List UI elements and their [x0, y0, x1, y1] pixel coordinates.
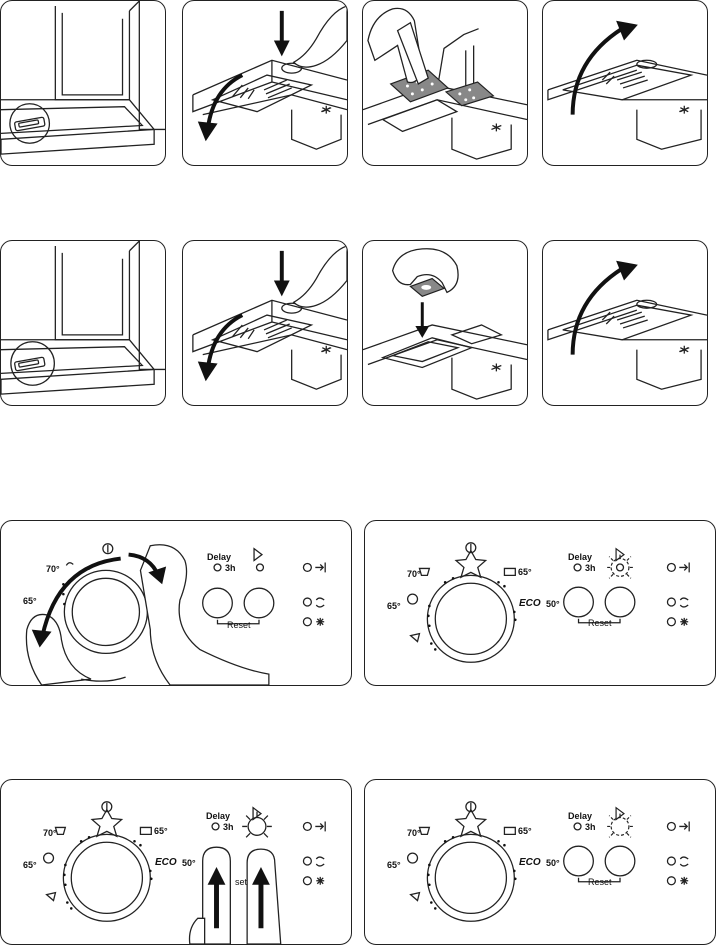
control-panel-illustration — [406, 801, 690, 922]
delay-3h-label: 3h — [223, 822, 234, 832]
delay-label: Delay — [207, 552, 232, 562]
dishwasher-open-door-illustration — [1, 1, 165, 155]
step-panel-fill-detergent — [362, 0, 528, 166]
delay-3h-label: 3h — [225, 563, 236, 573]
step-panel-press-release — [182, 0, 348, 166]
delay-label: Delay — [206, 811, 231, 821]
step-panel-insert-tablet — [362, 240, 528, 406]
temp-label-65-left: 65° — [23, 596, 37, 606]
temp-label-65-right: 65° — [154, 826, 168, 836]
delay-3h-label: 3h — [585, 822, 596, 832]
dishwasher-open-door-illustration — [1, 241, 165, 395]
reset-label: Reset — [227, 620, 251, 630]
step-panel-close-lid — [542, 0, 708, 166]
control-panel-turn-knob-illustration — [25, 543, 326, 685]
dispenser-open-lid-illustration — [192, 5, 347, 150]
eco-label: ECO — [519, 857, 541, 868]
temp-label-65-left: 65° — [387, 860, 401, 870]
delay-label: Delay — [568, 552, 593, 562]
temp-label-70: 70° — [407, 828, 421, 838]
step-panel-press-release-2 — [182, 240, 348, 406]
reset-partial-label: set — [235, 877, 248, 887]
control-panel-press-reset: 70° 65° 65° ECO 50° Delay 3h set — [0, 779, 352, 945]
reset-label: Reset — [588, 877, 612, 887]
dispenser-close-lid-illustration — [547, 260, 707, 390]
temp-label-65-left: 65° — [387, 601, 401, 611]
step-panel-close-lid-2 — [542, 240, 708, 406]
delay-label: Delay — [568, 811, 593, 821]
temp-label-65-right: 65° — [518, 826, 532, 836]
control-panel-program-selected: 70° 65° 65° ECO 50° Delay 3h Reset — [364, 520, 716, 686]
temp-label-70: 70° — [407, 569, 421, 579]
temp-label-70: 70° — [43, 828, 57, 838]
dispenser-close-lid-illustration — [547, 20, 707, 150]
eco-temp-label: 50° — [546, 599, 560, 609]
temp-label-70: 70° — [46, 564, 60, 574]
tablet-insert-illustration — [363, 248, 527, 400]
dispenser-open-lid-illustration — [192, 245, 347, 390]
eco-temp-label: 50° — [182, 858, 196, 868]
step-panel-open-door — [0, 0, 166, 166]
temp-label-65-right: 65° — [518, 567, 532, 577]
delay-3h-label: 3h — [585, 563, 596, 573]
step-panel-open-door-2 — [0, 240, 166, 406]
eco-label: ECO — [519, 598, 541, 609]
control-panel-turn-knob: 70° 65° Delay 3h Reset — [0, 520, 352, 686]
control-panel-press-buttons-illustration — [42, 801, 326, 944]
eco-label: ECO — [155, 857, 177, 868]
detergent-fill-illustration — [363, 7, 527, 160]
eco-temp-label: 50° — [546, 858, 560, 868]
temp-label-65-left: 65° — [23, 860, 37, 870]
reset-label: Reset — [588, 618, 612, 628]
control-panel-illustration — [406, 542, 690, 663]
control-panel-reset-done: 70° 65° 65° ECO 50° Delay 3h Reset — [364, 779, 716, 945]
